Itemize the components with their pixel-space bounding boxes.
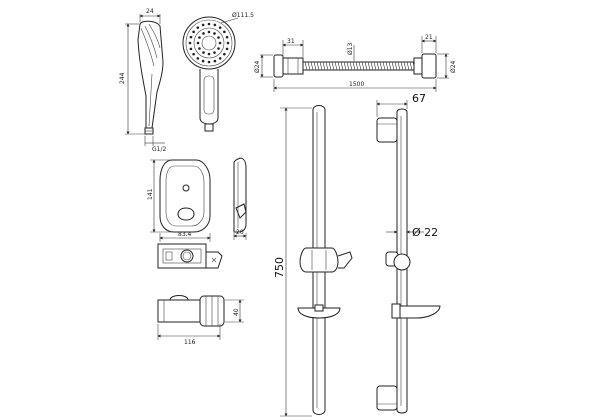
hose-coil-stroke xyxy=(367,61,371,71)
nozzle-dot xyxy=(202,32,205,35)
slider-side-view: 116 40 xyxy=(157,295,244,346)
hose-coil-stroke xyxy=(346,61,350,71)
rail-diameter-label: Ø 22 xyxy=(412,226,438,239)
handset-length-label: 244 xyxy=(119,72,126,84)
nozzle-dot xyxy=(196,26,200,29)
hose-coil-stroke xyxy=(310,61,314,71)
hose-coil-stroke xyxy=(385,61,389,71)
hose-coil-stroke xyxy=(304,61,308,71)
hose-coil-stroke xyxy=(409,61,413,71)
nozzle-dot xyxy=(207,22,211,26)
nozzle-dot xyxy=(207,52,211,56)
rail-front-view: 750 xyxy=(273,105,353,417)
hose-coil-stroke xyxy=(331,61,335,71)
hose-coil-stroke xyxy=(391,61,395,71)
hose-coil-stroke xyxy=(325,61,329,71)
hose-coil-stroke xyxy=(364,61,368,71)
hose-coil-stroke xyxy=(379,61,383,71)
nozzle-dot xyxy=(226,41,230,45)
hose-coil-stroke xyxy=(388,61,392,71)
nozzle-dot xyxy=(189,35,193,39)
nozzle-dot xyxy=(189,47,193,51)
hose-coil-stroke xyxy=(307,61,311,71)
slider-height-label: 40 xyxy=(233,308,240,316)
nozzle-dot xyxy=(225,47,229,51)
hose-end-diameter-label: Ø24 xyxy=(254,60,261,73)
hose-coil-stroke xyxy=(361,61,365,71)
nozzle-dot xyxy=(217,47,220,50)
hose-coil-stroke xyxy=(352,61,356,71)
nozzle-dot xyxy=(223,30,226,34)
nozzle-dot xyxy=(196,57,200,60)
hose-coil-stroke xyxy=(319,61,323,71)
slider-width-label: 116 xyxy=(184,339,196,346)
hose-coil-stroke xyxy=(316,61,320,71)
dish-depth-label: 20 xyxy=(236,229,244,236)
hose-coil-stroke xyxy=(382,61,386,71)
nozzle-dot xyxy=(207,60,211,64)
hose-coils xyxy=(304,61,416,71)
soap-dish-front: 141 83.4 xyxy=(147,159,211,242)
nozzle-dot xyxy=(201,23,205,27)
nozzle-dot xyxy=(198,47,201,50)
hose-coil-stroke xyxy=(355,61,359,71)
handset-side-view: 24 244 G1/2 xyxy=(119,8,166,153)
nozzle-dot xyxy=(196,41,200,45)
hose-nut-diameter-label: Ø24 xyxy=(450,60,457,73)
nozzle-dot xyxy=(192,30,195,34)
nozzle-dot xyxy=(213,51,216,54)
nozzle-dot xyxy=(201,59,205,63)
hose-coil-stroke xyxy=(343,61,347,71)
hose-coil-stroke xyxy=(328,61,332,71)
hose-mid-diameter-label: Ø13 xyxy=(347,42,354,55)
hose-coil-stroke xyxy=(400,61,404,71)
hose-nut-length-label: 21 xyxy=(425,34,433,41)
nozzle-dot xyxy=(218,57,222,60)
rail-side-view: 67 Ø 22 xyxy=(376,92,441,414)
hose-coil-stroke xyxy=(322,61,326,71)
nozzle-dot xyxy=(218,41,222,45)
hose-length-label: 1500 xyxy=(349,81,364,88)
hose-drawing: 31 Ø24 Ø13 21 Ø24 1500 xyxy=(254,34,457,92)
nozzle-dot xyxy=(213,32,216,35)
nozzle-dot xyxy=(225,35,229,39)
hose-end-length-label: 31 xyxy=(287,38,295,45)
hose-coil-stroke xyxy=(376,61,380,71)
nozzle-dot xyxy=(218,26,222,29)
handset-front-view: Ø111.5 xyxy=(182,12,254,132)
soap-dish-side: 20 xyxy=(233,157,247,240)
rail-projection-label: 67 xyxy=(412,92,426,105)
hose-coil-stroke xyxy=(358,61,362,71)
hose-coil-stroke xyxy=(313,61,317,71)
nozzle-dot xyxy=(202,51,205,54)
hose-coil-stroke xyxy=(370,61,374,71)
hose-coil-stroke xyxy=(337,61,341,71)
dish-height-label: 141 xyxy=(147,188,154,200)
nozzle-dot xyxy=(192,52,195,56)
rail-length-label: 750 xyxy=(273,257,286,278)
slider-front-view xyxy=(157,243,223,269)
nozzle-dot xyxy=(223,52,226,56)
handset-connector-label: G1/2 xyxy=(152,146,166,153)
dish-width-label: 83.4 xyxy=(178,231,192,238)
hose-coil-stroke xyxy=(334,61,338,71)
hose-coil-stroke xyxy=(406,61,410,71)
nozzle-dot xyxy=(207,30,211,34)
nozzle-dot xyxy=(217,36,220,39)
hose-coil-stroke xyxy=(403,61,407,71)
hose-coil-stroke xyxy=(349,61,353,71)
nozzle-dot xyxy=(213,23,217,27)
hose-coil-stroke xyxy=(340,61,344,71)
nozzle-dot xyxy=(213,59,217,63)
hose-coil-stroke xyxy=(394,61,398,71)
hose-coil-stroke xyxy=(373,61,377,71)
handset-face-diameter-label: Ø111.5 xyxy=(232,12,254,19)
handset-head-depth-label: 24 xyxy=(146,8,154,15)
nozzle-dot xyxy=(198,36,201,39)
nozzle-pattern xyxy=(188,22,230,64)
hose-coil-stroke xyxy=(397,61,401,71)
nozzle-dot xyxy=(188,41,192,45)
